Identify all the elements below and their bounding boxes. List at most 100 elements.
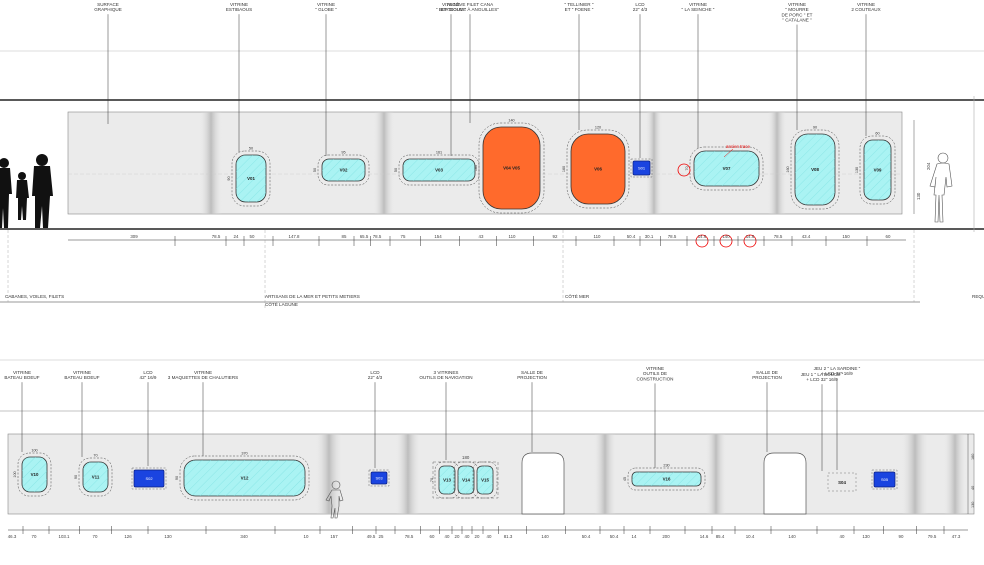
lower-dim-label: 20 [475,534,480,539]
lower-case-V15: V15 [472,461,498,499]
lower-dim-label: 14 [632,534,637,539]
visitor-outline [929,152,953,223]
upper-label-line: LCD [635,2,645,7]
lower-dim-label: 126 [124,534,132,539]
upper-dim-label: 140 [722,234,730,239]
upper-screens: S01 [630,158,653,178]
upper-label-line: DE PORC " ET [782,12,813,17]
upper-case-height: 160 [786,166,790,172]
upper-case-width: 50 [249,147,253,151]
upper-wall-shading [200,112,786,214]
upper-label-seinche: VITRINE" LA SEINCHE " [682,2,715,12]
lower-label-line: 22" 4/3 [368,375,383,380]
upper-leader-lines [107,14,867,158]
upper-dim-label: 43.4 [802,234,811,239]
lower-dim-label: 90 [899,534,904,539]
right-dim-1: 160 [971,454,975,460]
lower-case-width: 100 [31,449,37,453]
upper-label-line: GRAPHIQUE [94,7,122,12]
upper-case-label: V08 [811,167,819,172]
upper-case-label: V09 [874,168,882,173]
upper-case-height: 70 [685,166,689,170]
upper-label-line: ALCÔVE FILET CANA [447,1,494,7]
lower-label-line: VITRINE [73,370,91,375]
lower-case-height: 90 [175,476,179,480]
wall-height-label: 130 [916,192,921,200]
upper-label-line: 22" 4/3 [633,7,648,12]
upper-case-width: 90 [813,126,817,130]
upper-case-height: 180 [474,165,478,171]
lower-screen-S03: S03 [368,469,390,487]
upper-label-line: " CATALANE " [782,18,812,23]
upper-screen-label: S01 [638,165,646,170]
upper-label-line: ET " FOENE " [565,7,594,12]
lower-dim-label: 78.5 [405,534,414,539]
lower-label-line: SALLE DE [521,370,543,375]
upper-label-line: " LA SEINCHE " [682,7,715,12]
lower-screen-S05: S05 [871,469,898,490]
lower-label-line: JEU 2 " LA SARDINE " [814,366,861,371]
upper-label-line: VITRINE [317,2,335,7]
upper-dim-label: 43 [479,234,484,239]
upper-dim-label: 75 [401,234,406,239]
upper-dim-label: 30.1 [645,234,654,239]
lower-label-line: LCD [143,370,153,375]
visitor-silhouettes [0,154,53,228]
lower-case-height: 90 [74,475,78,479]
upper-screen-S01: S01 [630,158,653,178]
red-sign-markers [677,163,757,248]
lower-label-line: PROJECTION [752,375,782,380]
upper-dim-label: 78.5 [774,234,783,239]
right-dim-2: 40 [971,486,975,490]
lower-dim-label: 140 [541,534,549,539]
zone-label: CÔTÉ MER [565,293,590,299]
lower-dim-label: 46.3 [8,534,17,539]
upper-label-line: " MOURRE [785,7,808,12]
upper-dim-label: 309 [130,234,138,239]
upper-label-globe: VITRINE" GLOBE " [315,2,337,12]
lower-screen-label: S05 [881,477,889,482]
lower-dim-label: 50.4 [610,534,619,539]
lower-label-line: JEU 1 " LA BOUCE " [801,372,844,377]
upper-case-height: 50 [394,168,398,172]
lower-case-label: V13 [443,478,451,483]
lower-dim-label: 130 [164,534,172,539]
lower-dim-label: 70 [93,534,98,539]
zone-label: CÔTÉ LAGUNE [265,301,298,307]
lower-dim-label: 40 [487,534,492,539]
upper-dim-label: 24 [234,234,239,239]
upper-case-label: V07 [723,166,731,171]
lower-wall-shading [316,434,966,514]
lower-screen-S02: S02 [131,467,167,490]
upper-label-line: " GLOBE " [315,7,337,12]
lower-dim-label: 85.4 [716,534,725,539]
upper-dim-label: 50 [250,234,255,239]
lower-dim-label: 340 [240,534,248,539]
lower-case-label: V12 [241,476,249,481]
lower-dim-label: 40 [445,534,450,539]
lower-case-height: 100 [13,471,17,477]
lower-dim-label: 20 [455,534,460,539]
lower-case-height: 70 [430,478,434,482]
upper-dim-label: 154 [434,234,442,239]
lower-case-height: 45 [623,477,627,481]
lower-label-jeu1: JEU 1 " LA BOUCE "+ LCD 32" 16/9 [801,372,844,382]
upper-label-line: VITRINE [788,2,806,7]
lower-label-jeu: JEU 2 " LA SARDINE "+ LCD 32" 16/9 [814,366,861,376]
upper-case-label: V06 [594,167,602,172]
upper-case-label: V04 V05 [503,166,520,171]
upper-dim-label: 65.5 [360,234,369,239]
